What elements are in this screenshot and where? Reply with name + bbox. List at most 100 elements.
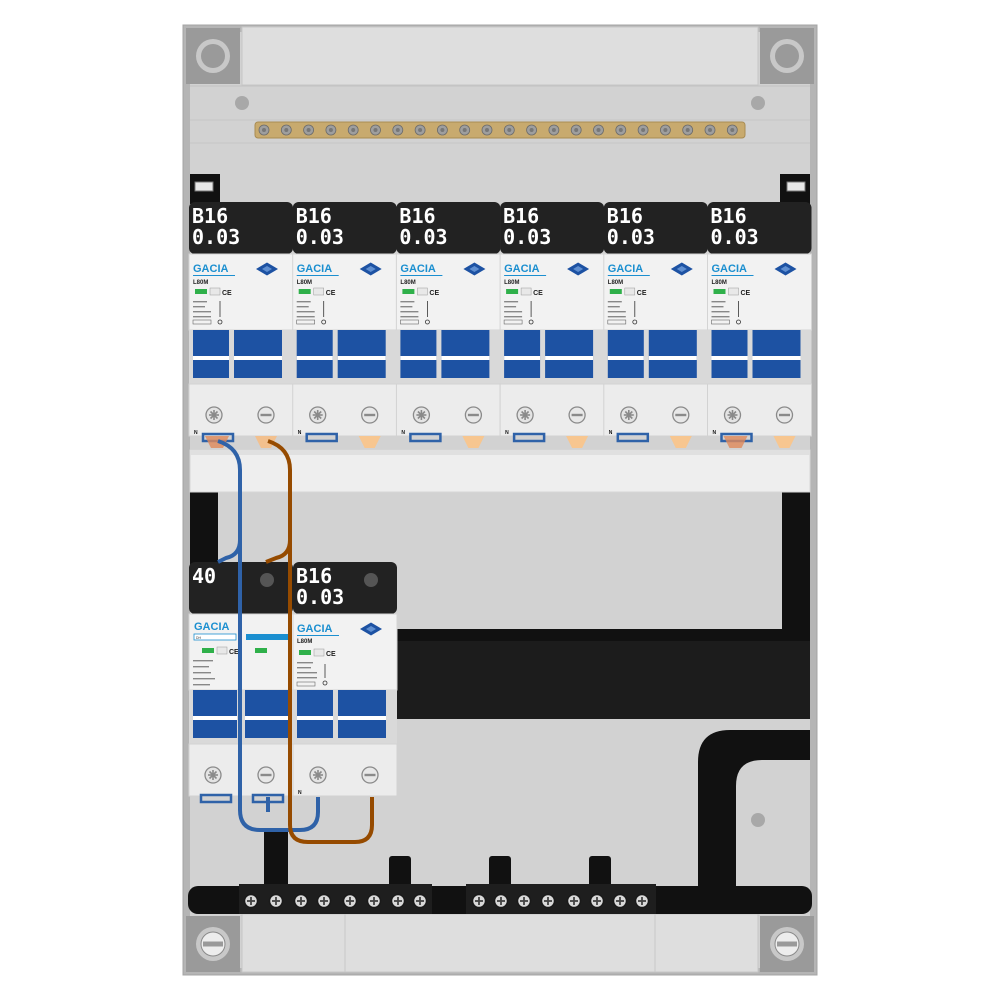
breaker-brand: GACIA [297, 263, 333, 275]
terminal-screw[interactable] [566, 893, 582, 909]
breaker-model: L80M [504, 280, 519, 286]
breaker-brand: GACIA [193, 263, 229, 275]
busbar-vertical-right [782, 490, 810, 640]
terminal-screw[interactable] [634, 893, 650, 909]
main-switch-brand: GACIA [194, 621, 230, 633]
switch-lever[interactable] [245, 690, 289, 738]
rating-label-cap [707, 202, 812, 254]
green-indicator [506, 289, 519, 294]
corner-mount-top-right [760, 28, 814, 84]
terminal-screw[interactable] [589, 893, 605, 909]
switch-lever[interactable] [193, 330, 229, 378]
terminal-screw[interactable] [471, 893, 487, 909]
terminal-screw[interactable] [257, 406, 275, 424]
terminal-screw[interactable] [308, 406, 327, 424]
switch-lever[interactable] [545, 330, 594, 378]
green-indicator [713, 289, 726, 294]
switch-lever[interactable] [752, 330, 801, 378]
ce-mark: CE [229, 649, 239, 656]
phase-comb-tooth [669, 436, 692, 448]
brand-underline [297, 635, 339, 636]
breaker-model: L80M [193, 280, 208, 286]
mounting-hole [235, 96, 249, 110]
green-indicator [298, 289, 311, 294]
rcbo-bottom[interactable]: B16 0.03 GACIA L80M CE N [292, 562, 398, 797]
neutral-mark: N [609, 430, 613, 436]
top-cover-strip [241, 26, 759, 86]
terminal-screw[interactable] [412, 893, 428, 909]
switch-lever[interactable] [648, 330, 697, 378]
breaker-model: L80M [400, 280, 415, 286]
terminal-screw[interactable] [775, 406, 794, 424]
terminal-screw[interactable] [361, 406, 379, 424]
switch-lever[interactable] [711, 330, 748, 378]
terminal-screw[interactable] [293, 893, 309, 909]
terminal-screw[interactable] [672, 406, 690, 424]
breaker-sensitivity: 0.03 [192, 225, 240, 249]
switch-lever[interactable] [504, 330, 541, 378]
rating-label-cap [603, 202, 708, 254]
terminal-screw[interactable] [568, 406, 586, 424]
terminal-screw[interactable] [268, 893, 284, 909]
terminal-screw[interactable] [390, 893, 406, 909]
brass-bar-screw [370, 124, 381, 136]
neutral-mark: N [298, 790, 302, 796]
brass-bar-screw [726, 124, 738, 136]
phase-comb-tooth [255, 436, 277, 448]
switch-lever[interactable] [607, 330, 644, 378]
switch-lever[interactable] [193, 690, 237, 738]
brass-bar-screw [325, 124, 337, 136]
neutral-comb-tab [512, 432, 546, 443]
blue-accent-stripe [246, 634, 288, 640]
terminal-screw[interactable] [243, 893, 259, 909]
phase-comb-tooth [566, 436, 589, 448]
green-indicator [402, 289, 415, 294]
breaker-rating: B16 [192, 204, 228, 228]
switch-lever[interactable] [297, 690, 333, 738]
brass-bar-screw [436, 124, 448, 136]
terminal-screw[interactable] [493, 893, 509, 909]
breaker-brand: GACIA [504, 263, 539, 275]
terminal-screw[interactable] [516, 893, 532, 909]
terminal-screw[interactable] [612, 893, 628, 909]
breaker-sensitivity: 0.03 [503, 225, 551, 249]
breaker-sensitivity: 0.03 [399, 225, 447, 249]
neutral-comb-tab [409, 432, 442, 443]
terminal-screw[interactable] [540, 893, 556, 909]
switch-lever[interactable] [441, 330, 490, 378]
neutral-mark: N [194, 430, 198, 436]
wire-blue-neutral [217, 439, 320, 832]
terminal-screw[interactable] [619, 406, 638, 424]
switch-lever[interactable] [296, 330, 333, 378]
switch-lever[interactable] [338, 690, 386, 738]
phase-comb-tooth [773, 436, 796, 448]
breaker-sensitivity: 0.03 [711, 225, 759, 249]
terminal-screw[interactable] [412, 406, 431, 424]
switch-lever[interactable] [234, 330, 282, 378]
terminal-screw[interactable] [342, 893, 358, 909]
brass-bar-screw [459, 124, 471, 136]
breaker-brand: GACIA [712, 263, 748, 275]
neutral-comb-tab [616, 432, 650, 443]
terminal-screw[interactable] [516, 406, 534, 424]
neutral-mark: N [713, 430, 717, 436]
terminal-screw[interactable] [316, 893, 332, 909]
ce-mark: CE [326, 651, 336, 658]
brass-bar-screw [503, 124, 515, 136]
switch-lever[interactable] [400, 330, 437, 378]
terminal-screw[interactable] [723, 406, 742, 424]
breaker-rating: B16 [711, 204, 747, 228]
rcbo-rating: B16 [296, 564, 332, 588]
switch-lever[interactable] [337, 330, 386, 378]
terminal-screw[interactable] [464, 406, 483, 424]
terminal-screw[interactable] [366, 893, 382, 909]
cert-mark-box [313, 648, 325, 657]
terminal-screw[interactable] [205, 406, 223, 424]
corner-mount-top-left [186, 28, 240, 84]
